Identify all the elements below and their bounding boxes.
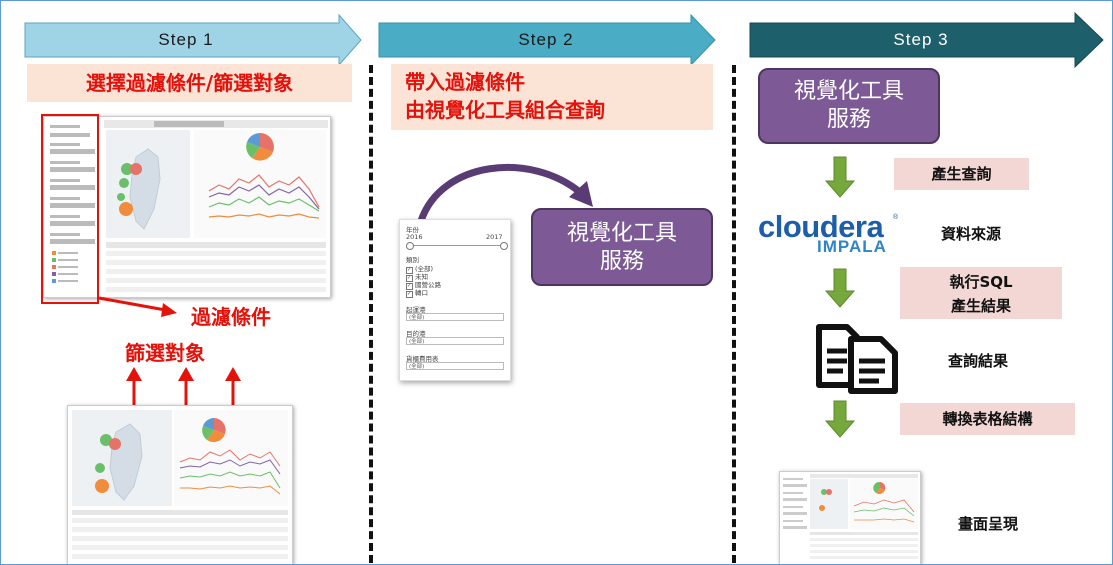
checkbox-icon[interactable]: ✓ (406, 275, 413, 282)
year-max: 2017 (486, 233, 503, 241)
curved-arrow (417, 163, 593, 223)
origin-dropdown[interactable]: (全部) (406, 313, 504, 321)
year-slider-handle-max[interactable] (500, 242, 508, 250)
render-label: 畫面呈現 (958, 515, 1019, 533)
step3-tool-line1: 視覺化工具 (793, 79, 904, 104)
step2-tool-box: 視覺化工具 服務 (531, 208, 713, 286)
step3-label: Step 3 (893, 30, 949, 49)
year-slider-track[interactable] (408, 245, 504, 246)
dashboard-2-graphic (68, 406, 292, 564)
step-arrows (24, 11, 1104, 69)
green-arrows (824, 156, 856, 438)
impala-logo: IMPALA (817, 237, 887, 256)
checkbox-label: 國營公路 (415, 281, 441, 289)
year-label: 年份 (406, 226, 419, 234)
dashboard-thumbnail-2 (67, 405, 293, 564)
filter-label: 過濾條件 (191, 305, 271, 329)
exec-box: 執行SQL 產生結果 (900, 267, 1062, 319)
checkbox-label: 未知 (415, 273, 428, 281)
filter-panel: 年份 2016 2017 類別 ✓(全部) ✓未知 ✓國營公路 ✓轉口 起運港 … (399, 219, 511, 381)
origin-label: 起運港 (406, 306, 426, 314)
step1-banner: 選擇過濾條件/篩選對象 (27, 64, 352, 102)
dashboard-1-graphic (44, 117, 330, 297)
divider-2 (732, 65, 736, 563)
checkbox-icon[interactable]: ✓ (406, 291, 413, 298)
exec-line1: 執行SQL (949, 273, 1013, 291)
step2-banner-line2: 由視覺化工具組合查詢 (405, 98, 605, 122)
result-label: 查詢結果 (948, 352, 1009, 370)
step3-arrow (749, 11, 1104, 69)
category-label: 類別 (406, 256, 419, 264)
green-arrow-3 (824, 400, 856, 438)
step1-arrow (24, 13, 362, 67)
dest-dropdown[interactable]: (全部) (406, 337, 504, 345)
dest-label: 目的港 (406, 330, 426, 338)
goods-label: 貨櫃費用表 (406, 355, 439, 363)
year-slider-handle-min[interactable] (406, 242, 414, 250)
checkbox-transit[interactable]: ✓轉口 (406, 287, 428, 298)
query-label: 產生查詢 (894, 158, 1029, 190)
trademark-icon: ® (893, 214, 899, 221)
source-label: 資料來源 (941, 225, 1002, 243)
checkbox-unknown[interactable]: ✓未知 (406, 271, 428, 282)
step1-label: Step 1 (158, 30, 214, 49)
year-min: 2016 (406, 233, 423, 241)
goods-dropdown[interactable]: (全部) (406, 362, 504, 370)
step2-arrow (378, 13, 716, 67)
checkbox-label: 轉口 (415, 289, 428, 297)
dashboard-thumbnail-3 (779, 471, 921, 564)
step3-tool-line2: 服務 (826, 107, 871, 132)
divider-1 (369, 65, 373, 563)
step2-label: Step 2 (518, 30, 574, 49)
cloudera-logo: cloudera (758, 209, 884, 244)
documents-icon (816, 324, 898, 394)
checkbox-all[interactable]: ✓(全部) (406, 263, 433, 274)
step2-tool-line1: 視覺化工具 (566, 221, 677, 246)
filter-highlight-box (41, 114, 99, 304)
checkbox-label: (全部) (415, 265, 434, 273)
step2-banner: 帶入過濾條件 由視覺化工具組合查詢 (391, 64, 713, 130)
step2-banner-line1: 帶入過濾條件 (405, 70, 525, 94)
target-label: 篩選對象 (125, 341, 205, 365)
step2-tool-line2: 服務 (599, 249, 644, 274)
green-arrow-2 (824, 268, 856, 308)
exec-line2: 產生結果 (950, 297, 1011, 315)
step3-tool-box: 視覺化工具 服務 (758, 68, 940, 144)
convert-label: 轉換表格結構 (900, 403, 1075, 435)
checkbox-highway[interactable]: ✓國營公路 (406, 279, 441, 290)
green-arrow-1 (824, 156, 856, 198)
checkbox-icon[interactable]: ✓ (406, 267, 413, 274)
dashboard-3-graphic (780, 472, 920, 564)
dashboard-thumbnail-1 (43, 116, 331, 298)
checkbox-icon[interactable]: ✓ (406, 283, 413, 290)
